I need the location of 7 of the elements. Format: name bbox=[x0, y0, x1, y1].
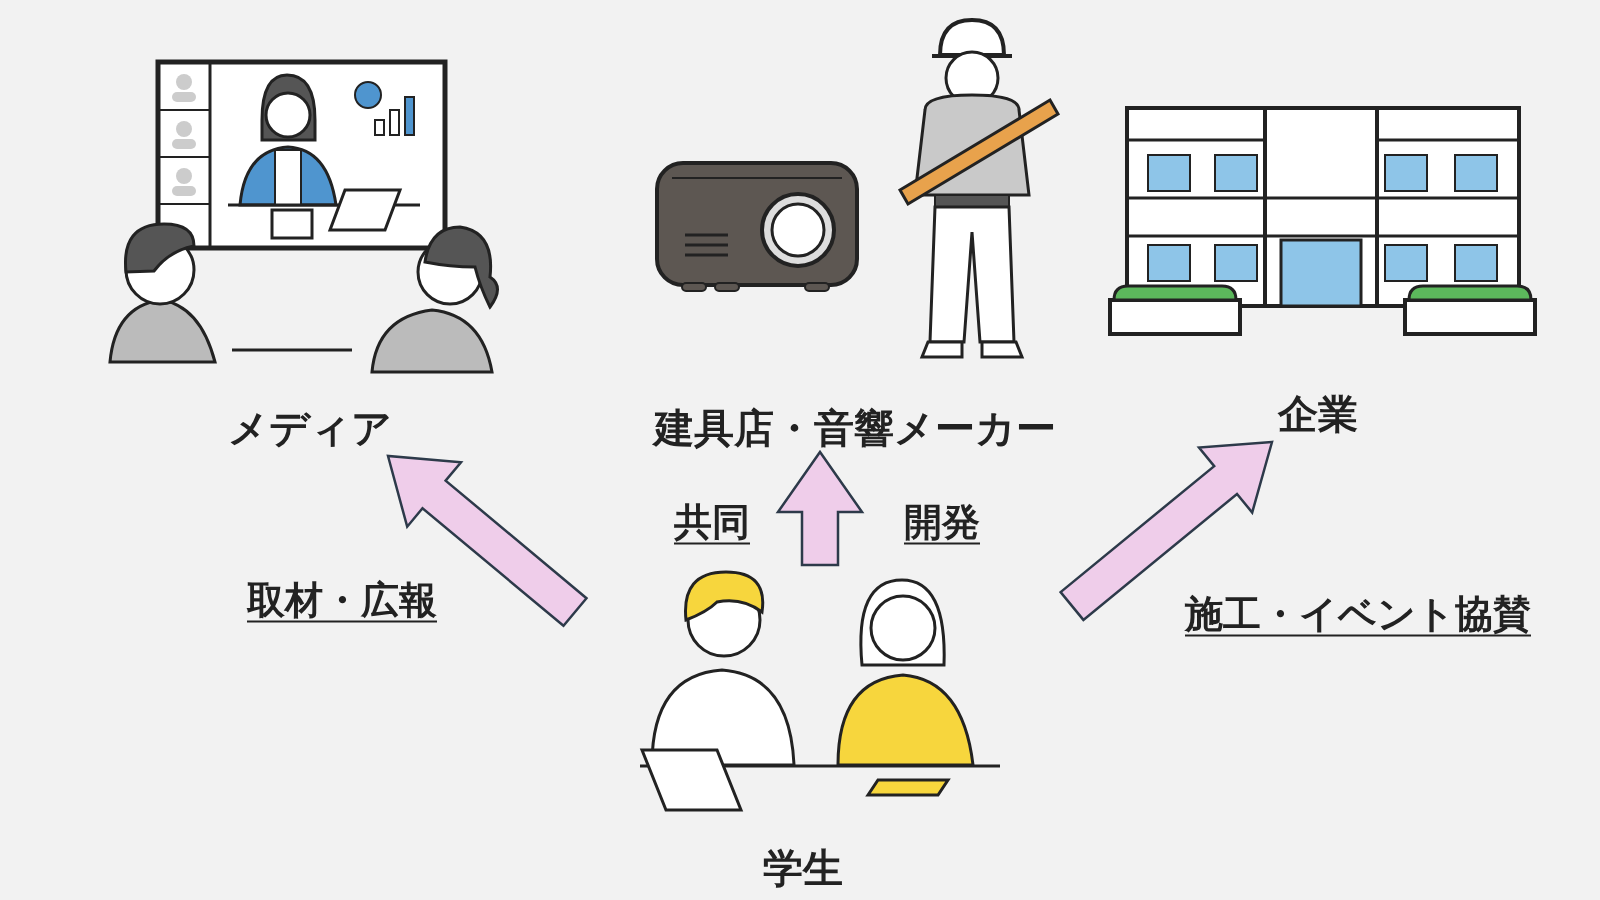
node-label: 学生 bbox=[763, 843, 843, 893]
node-label: 企業 bbox=[1278, 389, 1358, 439]
block-arrow bbox=[1058, 440, 1274, 622]
node-label: 建具店・音響メーカー bbox=[654, 403, 1056, 453]
block-arrow bbox=[775, 449, 865, 567]
node-label: メディア bbox=[228, 403, 392, 453]
block-arrow bbox=[386, 454, 589, 628]
